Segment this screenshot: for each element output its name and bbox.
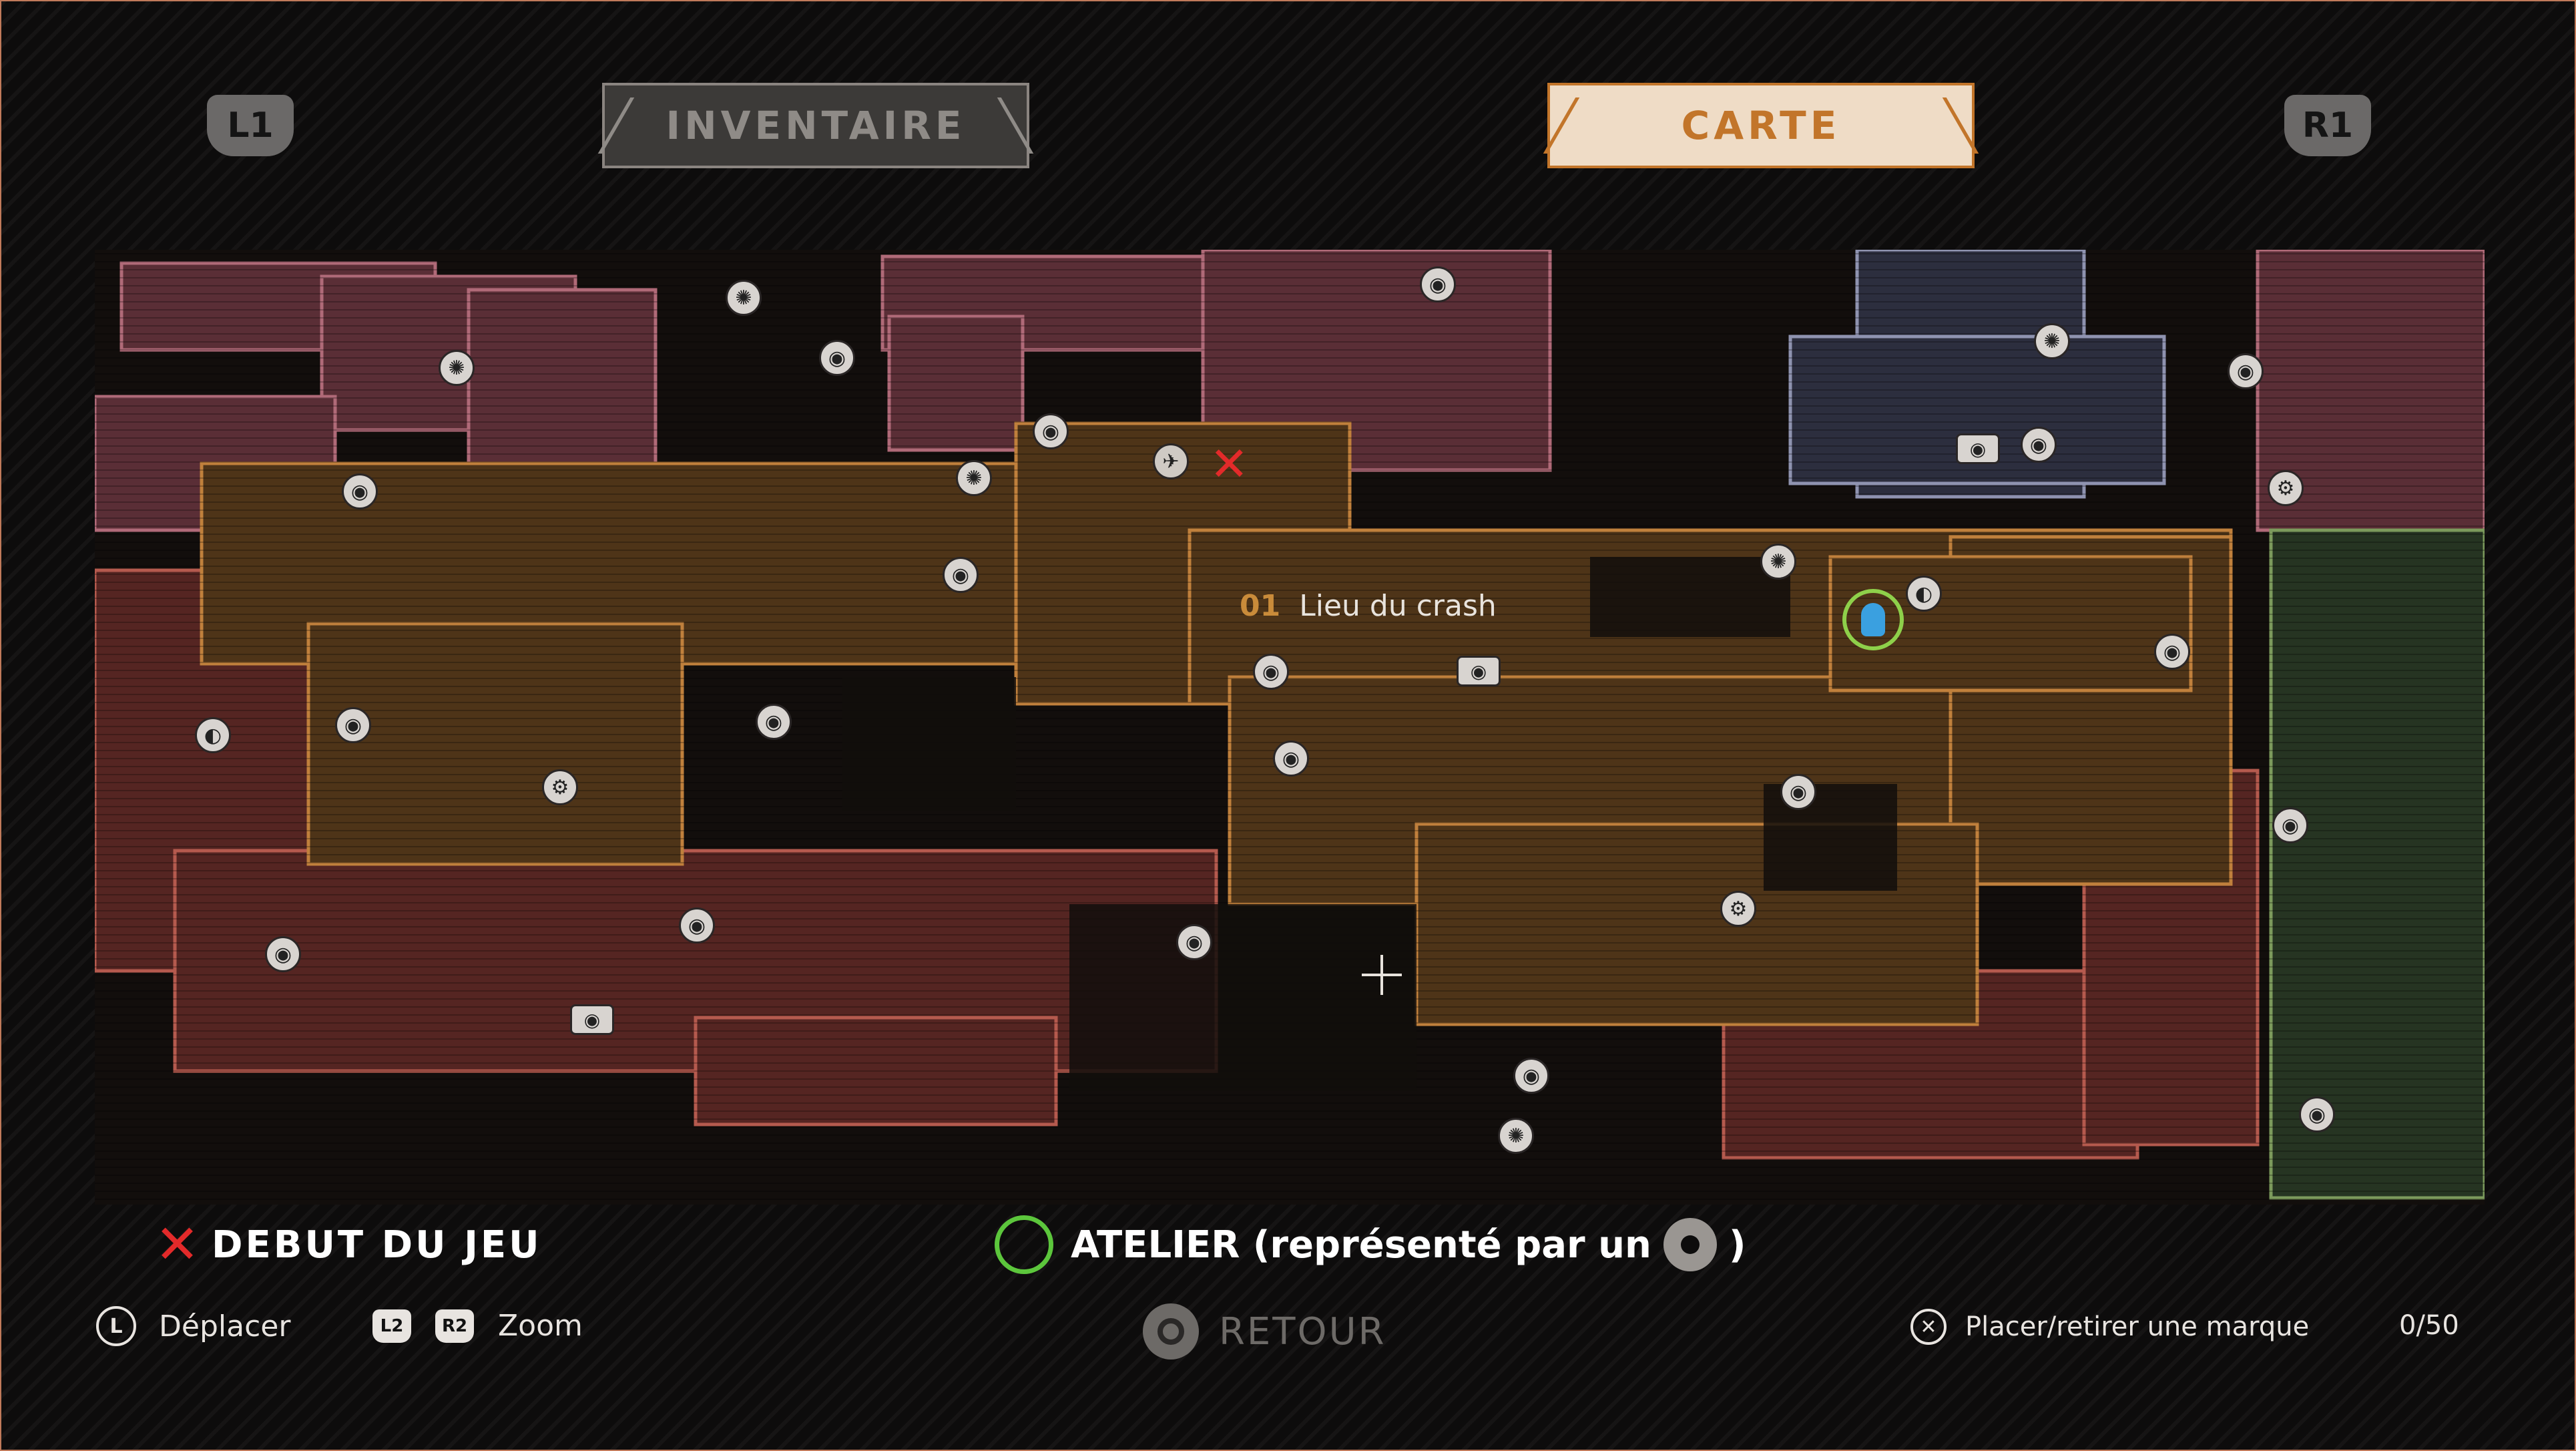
l1-shoulder-button[interactable]: L1 [207,95,294,156]
helmet-icon[interactable]: ◉ [1513,1058,1549,1094]
helmet-icon[interactable]: ◉ [265,936,301,972]
eye-icon[interactable]: ◉ [570,1004,614,1035]
location-name: Lieu du crash [1299,589,1497,623]
gear-wrench-icon [1663,1218,1717,1271]
map-layout [95,250,2485,1205]
legend-start-label: DEBUT DU JEU [212,1223,542,1267]
gear-wrench-icon[interactable]: ⚙ [542,769,578,805]
helmet-icon[interactable]: ◉ [2272,807,2308,843]
fan-icon[interactable]: ✺ [2034,323,2070,359]
gear-wrench-icon[interactable]: ⚙ [1720,891,1756,927]
r2-button-icon: R2 [435,1309,474,1343]
helmet-icon[interactable]: ◉ [342,473,378,509]
player-icon [1842,589,1904,650]
zoom-label: Zoom [498,1309,583,1343]
fan-icon[interactable]: ✺ [956,460,992,496]
legend-workshop-label: ATELIER (représenté par un [1071,1223,1651,1267]
tab-carte[interactable]: CARTE [1547,83,1975,168]
unexplored-areas [842,557,1897,1091]
helmet-icon[interactable]: ◉ [335,707,371,743]
left-stick-icon: L [96,1306,136,1346]
swirl-icon[interactable]: ◐ [195,717,231,753]
location-number: 01 [1240,589,1281,623]
fan-icon[interactable]: ✺ [1760,544,1796,580]
legend-workshop-label-end: ) [1728,1223,1746,1267]
helmet-icon[interactable]: ◉ [1273,741,1309,777]
start-x-icon: ✕ [155,1213,203,1275]
swirl-icon[interactable]: ◐ [1906,576,1942,612]
crash-ship-icon: ✈ [1153,443,1189,479]
helmet-icon[interactable]: ◉ [2228,353,2264,389]
helmet-icon[interactable]: ◉ [2299,1096,2335,1132]
helmet-icon[interactable]: ◉ [1176,924,1212,960]
helmet-icon[interactable]: ◉ [1780,774,1816,810]
location-label: 01 Lieu du crash [1240,589,1497,623]
tab-inventaire[interactable]: INVENTAIRE [602,83,1029,168]
fan-icon[interactable]: ✺ [1498,1118,1534,1154]
fan-icon[interactable]: ✺ [726,280,762,316]
mark-control[interactable]: ✕ Placer/retirer une marque [1910,1309,2309,1345]
helmet-icon[interactable]: ◉ [943,557,979,593]
gear-wrench-icon[interactable]: ⚙ [2268,470,2304,506]
back-label: RETOUR [1219,1309,1386,1354]
mark-label: Placer/retirer une marque [1965,1311,2310,1342]
fan-icon[interactable]: ✺ [439,350,475,386]
helmet-icon[interactable]: ◉ [1420,266,1456,302]
legend-start: ✕ DEBUT DU JEU [155,1218,542,1271]
eye-icon[interactable]: ◉ [1956,433,2000,464]
helmet-icon[interactable]: ◉ [679,907,715,944]
zoom-control[interactable]: L2 R2 Zoom [372,1309,583,1343]
helmet-icon[interactable]: ◉ [2154,634,2190,670]
workshop-ring-icon [995,1215,1053,1274]
start-x-marker: ✕ [1210,437,1249,491]
circle-button-icon [1143,1303,1199,1360]
mark-counter: 0/50 [2399,1310,2459,1341]
back-button[interactable]: RETOUR [1143,1303,1386,1360]
helmet-icon[interactable]: ◉ [819,340,855,376]
helmet-icon[interactable]: ◉ [756,704,792,740]
r1-shoulder-button[interactable]: R1 [2284,95,2371,156]
helmet-icon[interactable]: ◉ [1033,413,1069,449]
helmet-icon[interactable]: ◉ [2021,427,2057,463]
l2-button-icon: L2 [372,1309,411,1343]
map-cursor[interactable] [1362,955,1402,995]
legend-workshop: ATELIER (représenté par un ) [995,1215,1746,1274]
cross-button-icon: ✕ [1910,1309,1947,1345]
eye-icon[interactable]: ◉ [1457,656,1501,686]
move-label: Déplacer [159,1309,291,1343]
move-control[interactable]: L Déplacer [96,1306,290,1346]
helmet-icon[interactable]: ◉ [1253,654,1289,690]
